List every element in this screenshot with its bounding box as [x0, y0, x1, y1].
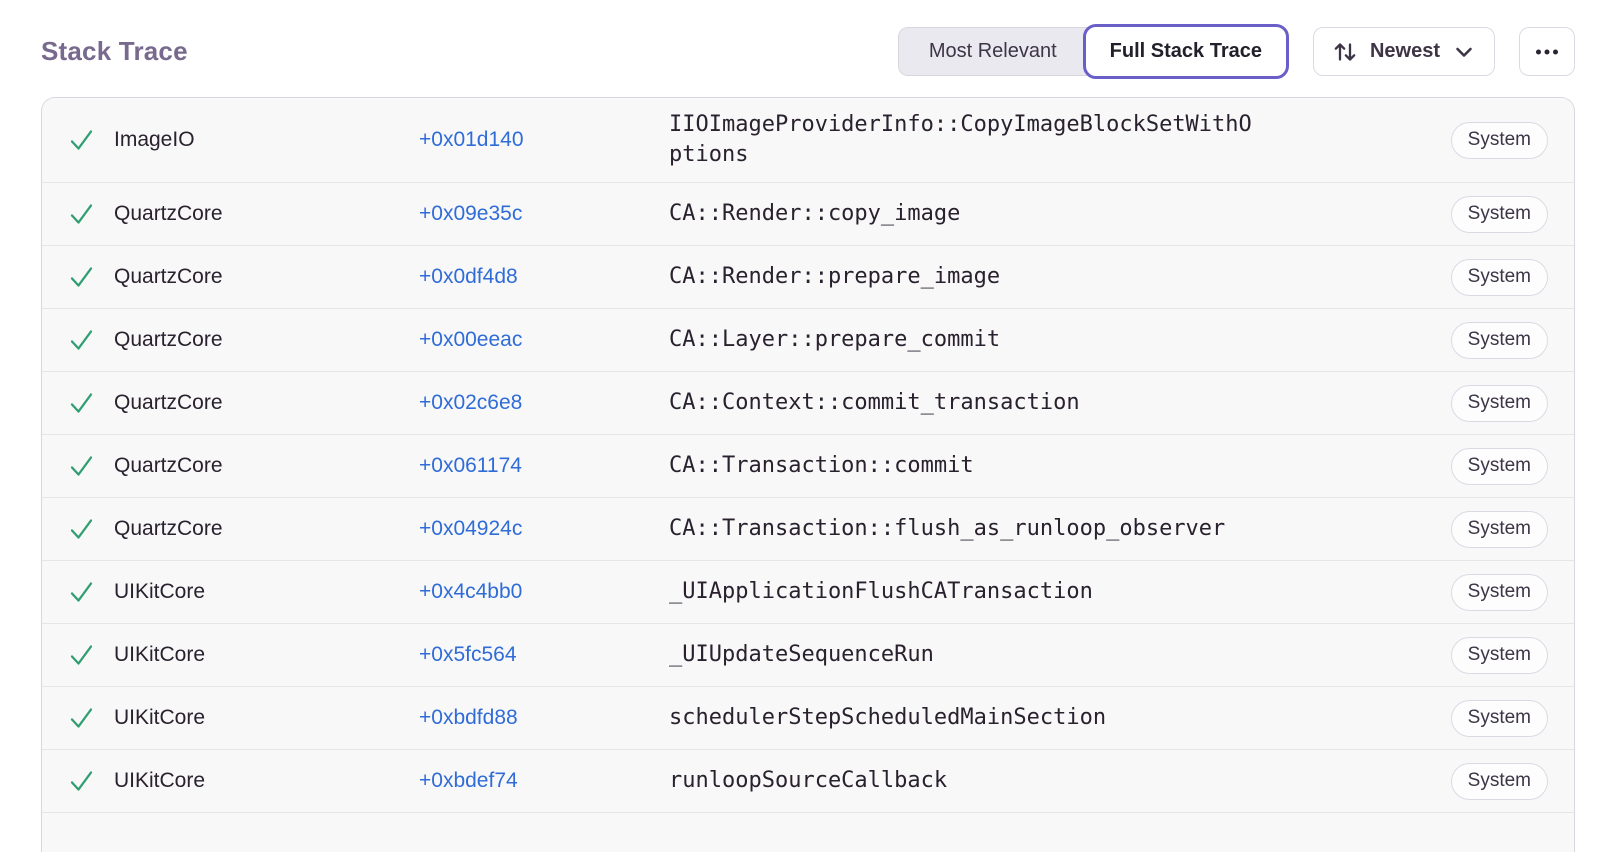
- check-icon: [68, 642, 95, 669]
- frame-module: UIKitCore: [114, 580, 206, 603]
- check-icon: [68, 516, 95, 543]
- most-relevant-button[interactable]: Most Relevant: [897, 27, 1097, 76]
- frame-address-link[interactable]: +0x01d140: [419, 128, 524, 151]
- check-icon: [68, 453, 95, 480]
- sort-arrows-icon: [1332, 39, 1358, 65]
- stack-frame-row: ImageIO +0x01d140 IIOImageProviderInfo::…: [42, 98, 1574, 182]
- stack-frame-row: UIKitCore +0xbdfd88 schedulerStepSchedul…: [42, 686, 1574, 749]
- sort-button[interactable]: Newest: [1312, 27, 1495, 76]
- frame-function: CA::Transaction::flush_as_runloop_observ…: [669, 516, 1226, 541]
- frame-module: UIKitCore: [114, 769, 206, 792]
- frame-function: CA::Transaction::commit: [669, 453, 974, 478]
- frame-module: UIKitCore: [114, 706, 206, 729]
- frame-function: _UIApplicationFlushCATransaction: [669, 579, 1093, 604]
- frame-address-link[interactable]: +0xbdfd88: [419, 706, 518, 729]
- frame-address-link[interactable]: +0x04924c: [419, 517, 523, 540]
- frame-function: runloopSourceCallback: [669, 768, 948, 793]
- system-badge: System: [1450, 447, 1548, 485]
- frame-module: QuartzCore: [114, 265, 223, 288]
- frame-function: CA::Render::copy_image: [669, 201, 961, 226]
- stack-frame-row: QuartzCore +0x02c6e8 CA::Context::commit…: [42, 371, 1574, 434]
- check-icon: [68, 579, 95, 606]
- system-badge: System: [1450, 699, 1548, 737]
- sort-label: Newest: [1369, 40, 1440, 62]
- frame-address-link[interactable]: +0x02c6e8: [419, 391, 523, 414]
- check-icon: [68, 127, 95, 154]
- check-icon: [68, 327, 95, 354]
- chevron-down-icon: [1452, 40, 1476, 64]
- frame-address-link[interactable]: +0x4c4bb0: [419, 580, 523, 603]
- system-badge: System: [1450, 384, 1548, 422]
- frame-function: IIOImageProviderInfo::CopyImageBlockSetW…: [669, 112, 1252, 167]
- system-badge: System: [1450, 258, 1548, 296]
- stack-frame-row: UIKitCore +0x4c4bb0 _UIApplicationFlushC…: [42, 560, 1574, 623]
- stack-trace-table: ImageIO +0x01d140 IIOImageProviderInfo::…: [41, 97, 1575, 852]
- frame-function: _UIUpdateSequenceRun: [669, 642, 934, 667]
- ellipsis-icon: [1532, 37, 1562, 67]
- system-badge: System: [1450, 762, 1548, 800]
- system-badge: System: [1450, 573, 1548, 611]
- frame-module: QuartzCore: [114, 202, 223, 225]
- stack-frame-row: UIKitCore +0x5fc564 _UIUpdateSequenceRun…: [42, 623, 1574, 686]
- more-options-button[interactable]: [1519, 27, 1575, 76]
- frame-address-link[interactable]: +0x061174: [419, 454, 522, 477]
- system-badge: System: [1450, 121, 1548, 159]
- check-icon: [68, 390, 95, 417]
- frame-address-link[interactable]: +0x0df4d8: [419, 265, 518, 288]
- frame-function: CA::Context::commit_transaction: [669, 390, 1080, 415]
- stack-frame-row: QuartzCore +0x0df4d8 CA::Render::prepare…: [42, 245, 1574, 308]
- frame-function: schedulerStepScheduledMainSection: [669, 705, 1107, 730]
- system-badge: System: [1450, 510, 1548, 548]
- stack-frame-row: QuartzCore +0x09e35c CA::Render::copy_im…: [42, 182, 1574, 245]
- frame-module: UIKitCore: [114, 643, 206, 666]
- header-controls: Most Relevant Full Stack Trace Newest: [897, 24, 1575, 79]
- stack-frame-row: QuartzCore +0x04924c CA::Transaction::fl…: [42, 497, 1574, 560]
- frame-module: QuartzCore: [114, 328, 223, 351]
- stack-trace-list: ImageIO +0x01d140 IIOImageProviderInfo::…: [42, 98, 1574, 812]
- check-icon: [68, 705, 95, 732]
- frame-function: CA::Render::prepare_image: [669, 264, 1001, 289]
- frame-module: QuartzCore: [114, 454, 223, 477]
- frame-module: QuartzCore: [114, 391, 223, 414]
- frame-function: CA::Layer::prepare_commit: [669, 327, 1001, 352]
- clipped-next-row: [42, 812, 1574, 852]
- check-icon: [68, 768, 95, 795]
- system-badge: System: [1450, 321, 1548, 359]
- system-badge: System: [1450, 636, 1548, 674]
- check-icon: [68, 201, 95, 228]
- frame-address-link[interactable]: +0x09e35c: [419, 202, 523, 225]
- check-icon: [68, 264, 95, 291]
- system-badge: System: [1450, 195, 1548, 233]
- panel-header: Stack Trace Most Relevant Full Stack Tra…: [41, 24, 1575, 79]
- full-stack-trace-button[interactable]: Full Stack Trace: [1082, 24, 1289, 79]
- frame-address-link[interactable]: +0x5fc564: [419, 643, 517, 666]
- frame-module: ImageIO: [114, 128, 195, 151]
- frame-address-link[interactable]: +0xbdef74: [419, 769, 518, 792]
- stack-frame-row: QuartzCore +0x00eeac CA::Layer::prepare_…: [42, 308, 1574, 371]
- trace-view-toggle: Most Relevant Full Stack Trace: [897, 24, 1289, 79]
- frame-address-link[interactable]: +0x00eeac: [419, 328, 523, 351]
- stack-frame-row: QuartzCore +0x061174 CA::Transaction::co…: [42, 434, 1574, 497]
- page-title: Stack Trace: [41, 36, 188, 66]
- stack-frame-row: UIKitCore +0xbdef74 runloopSourceCallbac…: [42, 749, 1574, 812]
- frame-module: QuartzCore: [114, 517, 223, 540]
